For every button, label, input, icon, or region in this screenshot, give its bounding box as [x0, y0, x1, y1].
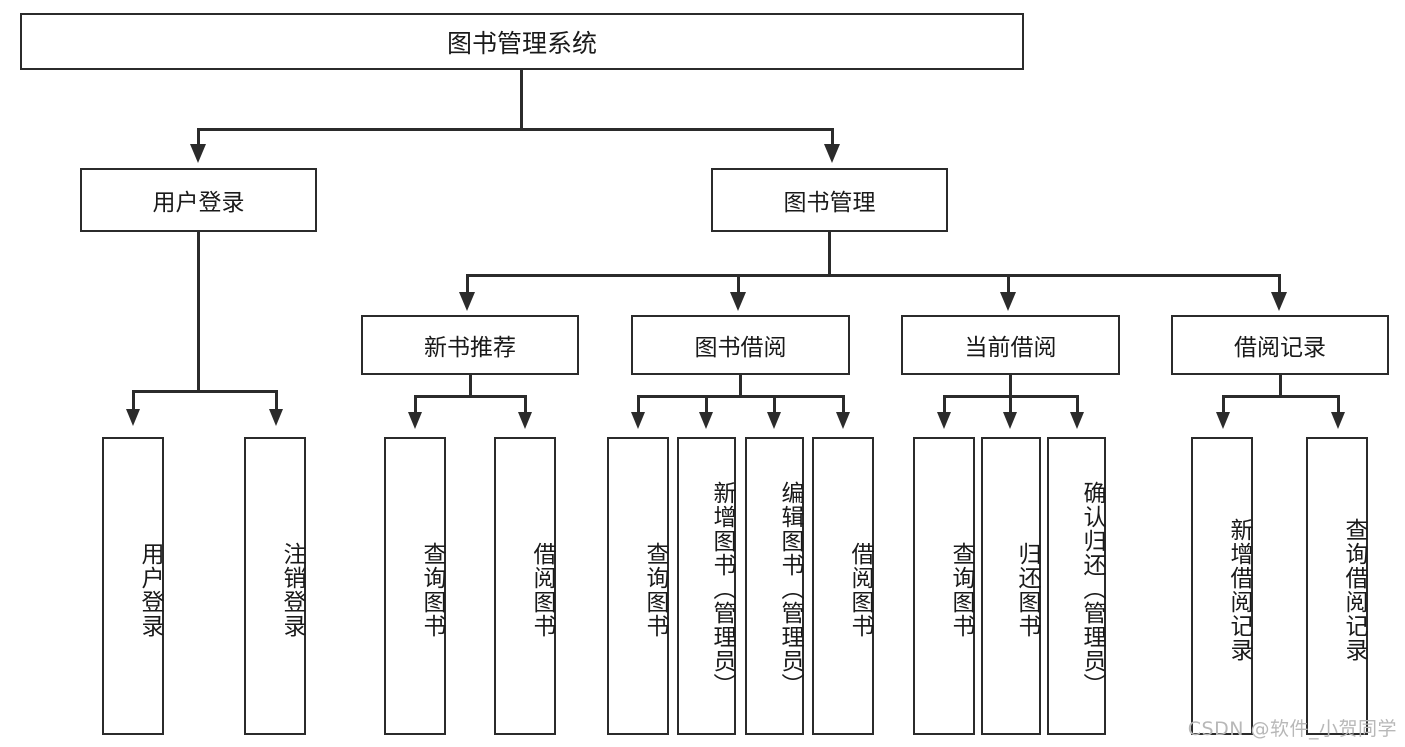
arrow-to-leaf-query-record	[1331, 412, 1345, 429]
edge-bb-drop-4	[842, 395, 845, 415]
node-user-login[interactable]: 用户登录	[80, 168, 317, 232]
edge-bb-drop-2	[705, 395, 708, 415]
edge-root-bus	[197, 128, 834, 131]
edge-br-drop-1	[1222, 395, 1225, 415]
node-leaf-add-book[interactable]: 新增图书（管理员）	[677, 437, 736, 735]
arrow-to-leaf-query-book-2	[631, 412, 645, 429]
arrow-to-user-login	[190, 144, 206, 163]
node-current-borrow[interactable]: 当前借阅	[901, 315, 1120, 375]
arrow-to-new-book-recommend	[459, 292, 475, 311]
edge-br-stem	[1279, 375, 1282, 397]
edge-br-drop-2	[1337, 395, 1340, 415]
edge-cb-drop-1	[943, 395, 946, 415]
edge-user-login-drop-2	[275, 390, 278, 412]
node-leaf-borrow-book-1[interactable]: 借阅图书	[494, 437, 556, 735]
node-leaf-edit-book[interactable]: 编辑图书（管理员）	[745, 437, 804, 735]
arrow-to-book-management	[824, 144, 840, 163]
edge-cb-drop-2	[1009, 395, 1012, 415]
node-leaf-logout-login[interactable]: 注销登录	[244, 437, 306, 735]
arrow-to-leaf-return-book	[1003, 412, 1017, 429]
arrow-to-leaf-borrow-book-1	[518, 412, 532, 429]
edge-nbr-bus	[414, 395, 527, 398]
arrow-to-leaf-query-book-1	[408, 412, 422, 429]
node-leaf-query-book-2[interactable]: 查询图书	[607, 437, 669, 735]
edge-bm-drop-3	[1007, 274, 1010, 296]
node-leaf-query-record[interactable]: 查询借阅记录	[1306, 437, 1368, 735]
node-leaf-query-book-1[interactable]: 查询图书	[384, 437, 446, 735]
edge-cb-stem	[1009, 375, 1012, 397]
arrow-to-leaf-query-book-3	[937, 412, 951, 429]
node-root-system[interactable]: 图书管理系统	[20, 13, 1024, 70]
node-borrow-record[interactable]: 借阅记录	[1171, 315, 1389, 375]
node-leaf-borrow-book-2[interactable]: 借阅图书	[812, 437, 874, 735]
edge-bm-drop-2	[737, 274, 740, 296]
node-leaf-confirm-return[interactable]: 确认归还（管理员）	[1047, 437, 1106, 735]
arrow-to-current-borrow	[1000, 292, 1016, 311]
edge-nbr-stem	[469, 375, 472, 397]
arrow-to-leaf-confirm-return	[1070, 412, 1084, 429]
edge-bb-bus	[637, 395, 845, 398]
node-book-management[interactable]: 图书管理	[711, 168, 948, 232]
edge-br-bus	[1222, 395, 1340, 398]
node-leaf-user-login[interactable]: 用户登录	[102, 437, 164, 735]
edge-cb-drop-3	[1076, 395, 1079, 415]
edge-user-login-drop-1	[132, 390, 135, 412]
arrow-to-leaf-borrow-book-2	[836, 412, 850, 429]
arrow-to-borrow-record	[1271, 292, 1287, 311]
arrow-to-book-borrow	[730, 292, 746, 311]
edge-bb-stem	[739, 375, 742, 397]
edge-bb-drop-3	[773, 395, 776, 415]
node-leaf-query-book-3[interactable]: 查询图书	[913, 437, 975, 735]
edge-book-management-bus	[466, 274, 1281, 277]
node-new-book-recommend[interactable]: 新书推荐	[361, 315, 579, 375]
edge-bm-drop-1	[466, 274, 469, 296]
arrow-to-leaf-edit-book	[767, 412, 781, 429]
edge-root-stem	[520, 70, 523, 129]
edge-root-drop-2	[831, 128, 834, 148]
edge-nbr-drop-2	[524, 395, 527, 415]
edge-book-management-stem	[828, 232, 831, 276]
node-leaf-return-book[interactable]: 归还图书	[981, 437, 1041, 735]
edge-bm-drop-4	[1278, 274, 1281, 296]
edge-user-login-stem	[197, 232, 200, 392]
node-book-borrow[interactable]: 图书借阅	[631, 315, 850, 375]
arrow-to-leaf-add-record	[1216, 412, 1230, 429]
node-leaf-add-record[interactable]: 新增借阅记录	[1191, 437, 1253, 735]
arrow-to-leaf-user-login	[126, 409, 140, 426]
arrow-to-leaf-logout-login	[269, 409, 283, 426]
edge-root-drop-1	[197, 128, 200, 148]
edge-user-login-bus	[132, 390, 278, 393]
arrow-to-leaf-add-book	[699, 412, 713, 429]
edge-nbr-drop-1	[414, 395, 417, 415]
edge-bb-drop-1	[637, 395, 640, 415]
